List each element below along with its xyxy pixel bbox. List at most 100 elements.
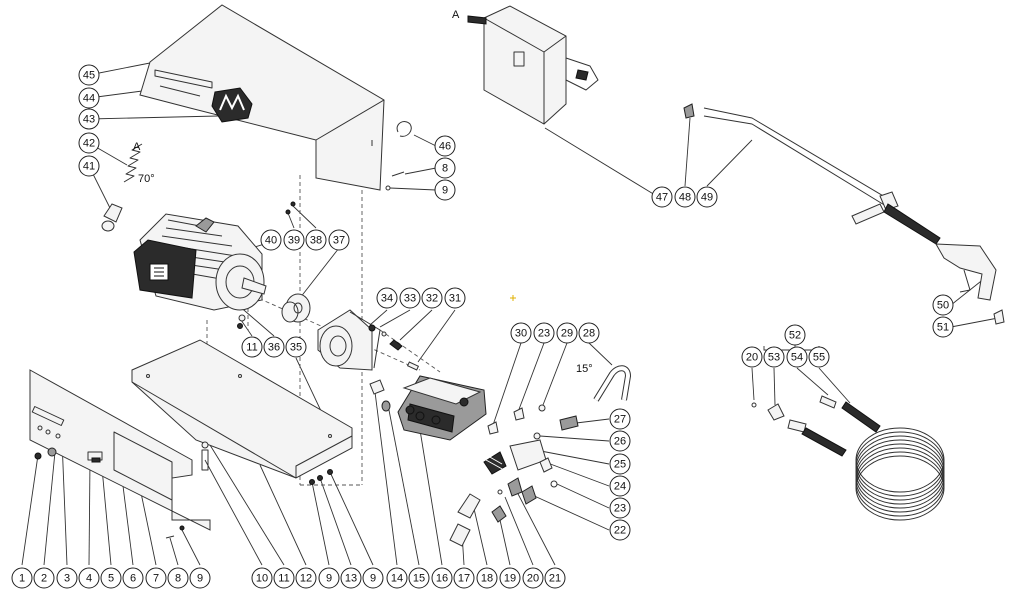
callout-circle [273, 567, 295, 589]
shroud-cover [139, 4, 385, 191]
callout-circle [533, 322, 555, 344]
screws-32-34 [368, 324, 403, 351]
callout-number: 1 [19, 573, 25, 585]
callout-circle [609, 519, 631, 541]
callout-number: 52 [789, 330, 801, 342]
callout-circle [78, 64, 100, 86]
callout-38: 38 [305, 229, 327, 251]
fittings-26-27 [533, 415, 579, 440]
callout-32: 32 [421, 287, 443, 309]
callout-23: 23 [609, 497, 631, 519]
callout-number: 4 [86, 573, 92, 585]
callout-circle [340, 567, 362, 589]
callout-9: 9 [189, 567, 211, 589]
screw-shroud [385, 171, 405, 191]
callout-42: 42 [78, 132, 100, 154]
callout-circle [651, 186, 673, 208]
callout-28: 28 [578, 322, 600, 344]
callout-circle [499, 567, 521, 589]
clip-46 [396, 121, 412, 137]
callout-circle [408, 567, 430, 589]
callout-circle [444, 287, 466, 309]
angle-15-label: 15° [576, 363, 593, 375]
callout-46: 46 [434, 135, 456, 157]
callout-6: 6 [122, 567, 144, 589]
washer-36 [237, 314, 246, 329]
callout-number: 19 [504, 573, 516, 585]
callout-number: 18 [481, 573, 493, 585]
callout-12: 12 [295, 567, 317, 589]
callout-number: 46 [439, 141, 451, 153]
callout-30: 30 [510, 322, 532, 344]
callout-number: 10 [256, 573, 268, 585]
callout-number: 43 [83, 114, 95, 126]
callout-9: 9 [318, 567, 340, 589]
callout-circle [932, 316, 954, 338]
hose-kit-52 [751, 395, 945, 521]
callout-number: 9 [197, 573, 203, 585]
callout-number: 9 [326, 573, 332, 585]
bell-housing-35 [317, 309, 381, 371]
callout-55: 55 [808, 346, 830, 368]
callout-number: 35 [290, 342, 302, 354]
callout-7: 7 [145, 567, 167, 589]
callout-9: 9 [434, 179, 456, 201]
mounting-base [131, 339, 353, 479]
unloader-valve-25 [483, 439, 547, 475]
callout-circle [808, 346, 830, 368]
wand-lance-49 [703, 107, 941, 245]
callout-39: 39 [283, 229, 305, 251]
callout-20: 20 [741, 346, 763, 368]
callout-36: 36 [263, 336, 285, 358]
callout-circle [421, 287, 443, 309]
callout-number: 20 [527, 573, 539, 585]
callout-13: 13 [340, 567, 362, 589]
fittings-20-21 [507, 477, 523, 497]
callout-54: 54 [786, 346, 808, 368]
callout-number: 39 [288, 235, 300, 247]
callout-27: 27 [609, 408, 631, 430]
callout-circle [696, 186, 718, 208]
callout-circle [784, 324, 806, 346]
callout-number: 13 [345, 573, 357, 585]
callout-9: 9 [362, 567, 384, 589]
callout-10: 10 [251, 567, 273, 589]
callout-34: 34 [376, 287, 398, 309]
callout-number: 36 [268, 342, 280, 354]
callout-52: 52 [784, 324, 806, 346]
callout-number: 17 [458, 573, 470, 585]
callout-circle [431, 567, 453, 589]
callout-circle [609, 408, 631, 430]
callout-number: 44 [83, 93, 95, 105]
callout-number: 3 [64, 573, 70, 585]
callout-2: 2 [33, 567, 55, 589]
callout-19: 19 [499, 567, 521, 589]
callout-circle [78, 132, 100, 154]
callout-number: 34 [381, 293, 393, 305]
callout-circle [33, 567, 55, 589]
callout-number: 21 [549, 573, 561, 585]
callout-number: 26 [614, 436, 626, 448]
callout-number: 49 [701, 192, 713, 204]
callout-number: 41 [83, 161, 95, 173]
control-box-47 [467, 5, 599, 125]
callout-circle [786, 346, 808, 368]
angle-70-label: 70° [138, 173, 155, 185]
electric-motor [133, 213, 267, 311]
callout-circle [78, 567, 100, 589]
callout-24: 24 [609, 475, 631, 497]
callout-circle [544, 567, 566, 589]
callout-11: 11 [241, 336, 263, 358]
callout-circle [578, 322, 600, 344]
callout-circle [318, 567, 340, 589]
callout-number: 45 [83, 70, 95, 82]
callout-number: 25 [614, 459, 626, 471]
callout-number: 11 [278, 573, 289, 585]
callout-43: 43 [78, 108, 100, 130]
callout-circle [283, 229, 305, 251]
callout-circle [609, 430, 631, 452]
callout-48: 48 [674, 186, 696, 208]
callout-circle [251, 567, 273, 589]
callout-33: 33 [399, 287, 421, 309]
callout-circle [56, 567, 78, 589]
